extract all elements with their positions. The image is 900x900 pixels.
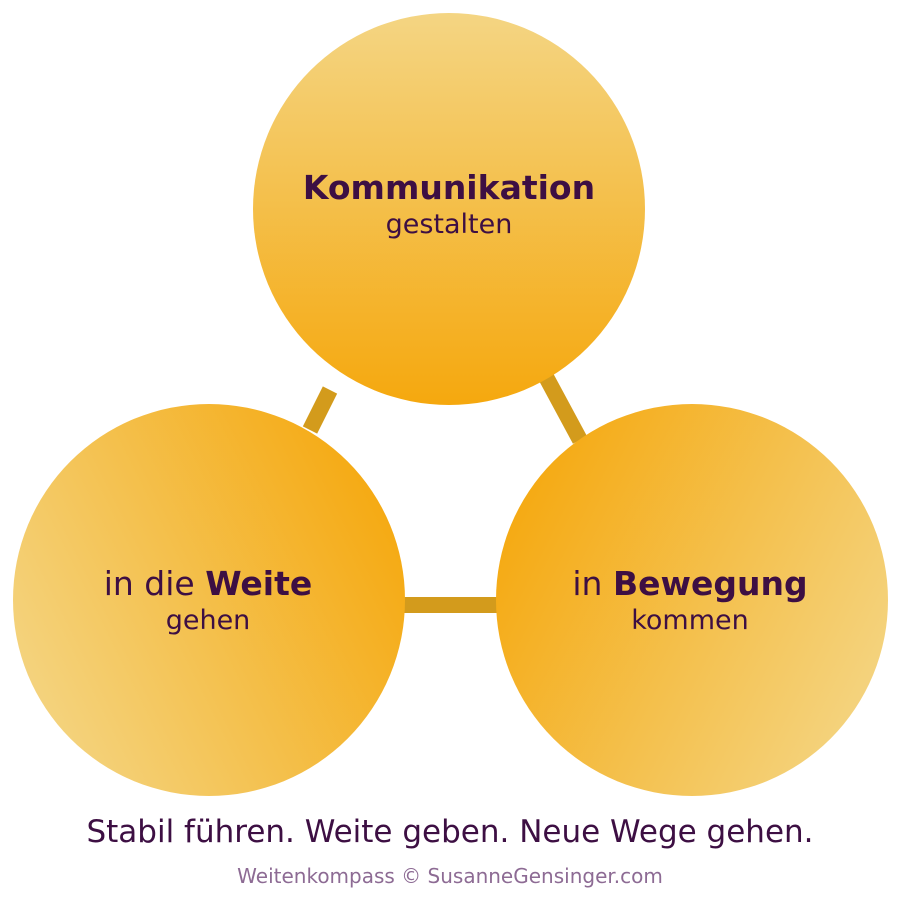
node-circle-left <box>13 404 405 796</box>
node-left-prefix: in die <box>103 564 206 603</box>
node-label-left: in die Weite gehen <box>28 564 388 638</box>
credit-line: Weitenkompass © SusanneGensinger.com <box>237 864 663 888</box>
node-left-bold: Weite <box>205 564 313 603</box>
node-right-prefix: in <box>572 564 613 603</box>
node-circle-right <box>496 404 888 796</box>
node-label-right: in Bewegung kommen <box>510 564 870 638</box>
node-right-line2: kommen <box>631 605 749 636</box>
node-top-line2: gestalten <box>385 209 513 240</box>
tagline: Stabil führen. Weite geben. Neue Wege ge… <box>86 814 814 850</box>
connector-top-right <box>537 371 588 444</box>
node-left-line2: gehen <box>165 605 251 636</box>
node-top-bold: Kommunikation <box>302 168 596 207</box>
node-label-top: Kommunikation gestalten <box>269 168 629 242</box>
node-circle-top <box>253 13 645 405</box>
node-right-bold: Bewegung <box>612 564 808 603</box>
connector-top-left <box>302 386 338 434</box>
